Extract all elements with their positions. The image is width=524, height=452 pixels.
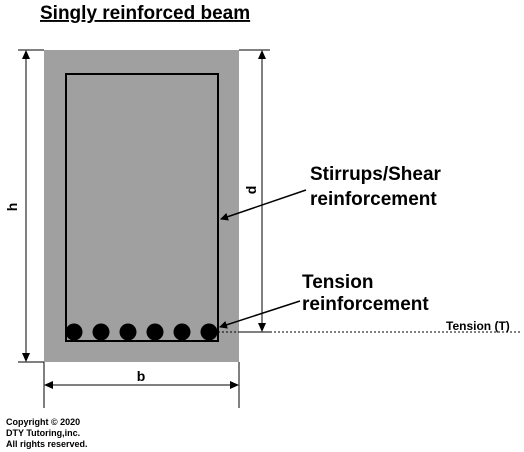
width-dimension [43,362,240,408]
rebar [146,323,164,341]
tension-leader-arrow [219,300,301,329]
rebar [65,323,83,341]
stirrups-label-line2: reinforcement [310,189,437,210]
rebar-group [65,323,218,341]
height-dimension [18,49,44,363]
tension-axis-label: Tension (T) [446,319,510,333]
depth-dimension [239,49,270,333]
rebar [200,323,218,341]
stirrups-label-line1: Stirrups/Shear [310,164,442,185]
stirrups-leader-arrow [220,189,307,221]
concrete-section [44,50,239,362]
copyright-line2: DTY Tutoring,inc. [6,428,80,438]
stirrup [65,73,219,342]
diagram-title: Singly reinforced beam [40,3,250,24]
copyright-line3: All rights reserved. [6,439,88,449]
tension-label-line1: Tension [302,272,373,293]
rebar [173,323,191,341]
rebar [92,323,110,341]
rebar [119,323,137,341]
depth-label: d [243,186,259,195]
copyright-line1: Copyright © 2020 [6,417,80,427]
width-label: b [137,368,146,384]
height-label: h [4,203,20,212]
tension-label-line2: reinforcement [302,294,429,315]
